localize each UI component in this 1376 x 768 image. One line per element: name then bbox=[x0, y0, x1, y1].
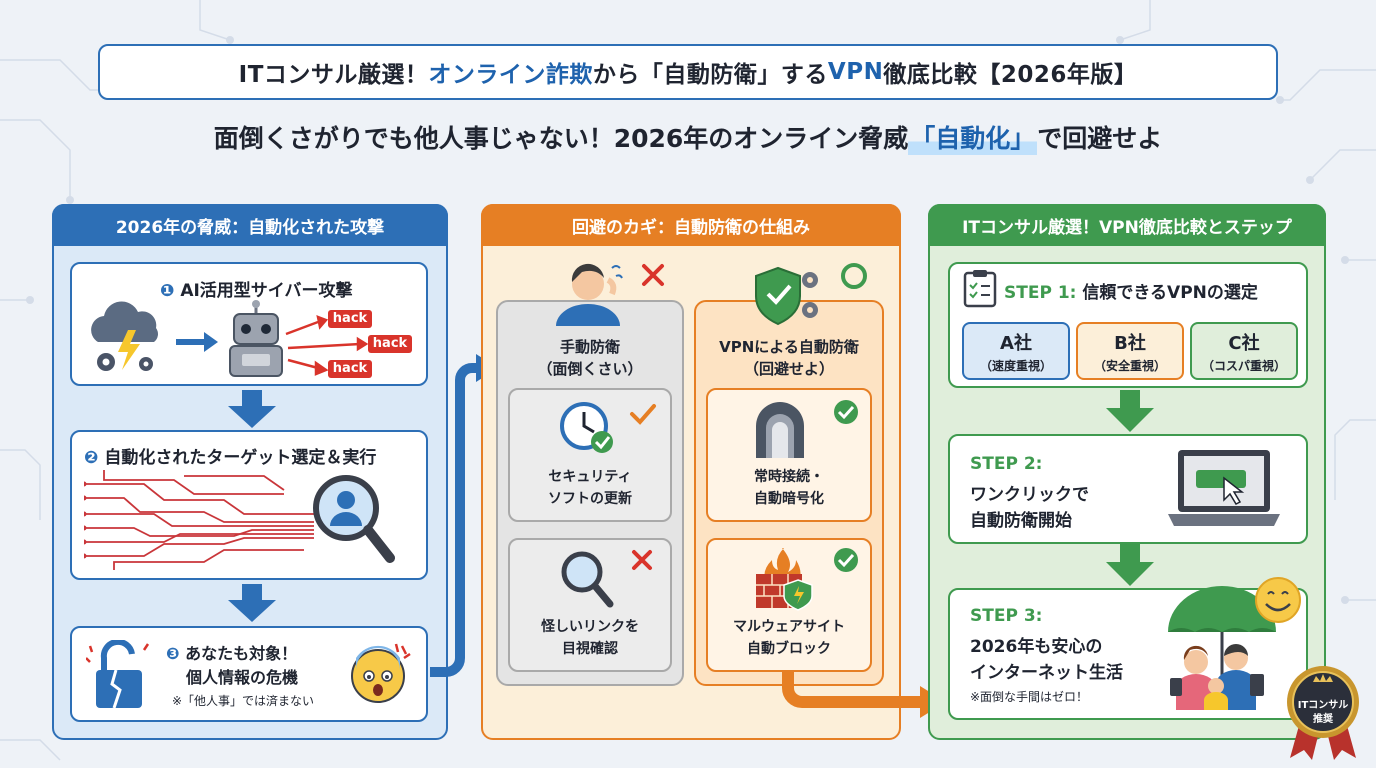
green-down-arrow-icon-2 bbox=[1106, 544, 1154, 586]
threat-step3-line2: 個人情報の危機 bbox=[186, 668, 299, 687]
defense-column-header: 回避のカギ：自動防衛の仕組み bbox=[481, 204, 901, 246]
hack-label-2 bbox=[368, 335, 412, 353]
hack-label-3 bbox=[328, 360, 372, 378]
vpn-step1-title: STEP 1: 信頼できるVPNの選定 bbox=[1004, 278, 1258, 303]
laptop-click-icon bbox=[1168, 450, 1280, 526]
vpn-step1-label: 信頼できるVPNの選定 bbox=[1082, 283, 1258, 303]
clipboard-icon bbox=[963, 270, 997, 308]
vpn-shield-icon bbox=[755, 263, 867, 326]
check-circle-icon-2 bbox=[834, 548, 858, 572]
vpn-step2-line1: ワンクリックで bbox=[970, 485, 1089, 505]
threat-step2-number: ❷ bbox=[84, 448, 99, 468]
tunnel-icon bbox=[756, 400, 858, 458]
threat-step2-label: 自動化されたターゲット選定＆実行 bbox=[104, 448, 377, 468]
ai-attack-illustration bbox=[91, 300, 412, 378]
manual-item-link-line1: 怪しいリンクを bbox=[541, 619, 639, 635]
auto-item-encryption-line1: 常時接続・ bbox=[754, 469, 824, 485]
title-part-2: オンライン詐欺 bbox=[428, 62, 593, 88]
stressed-person-icon bbox=[556, 263, 664, 326]
threat-step3-number: ❸ bbox=[166, 644, 180, 663]
subtitle-highlight: 「自動化」 bbox=[908, 119, 1038, 155]
main-title: ITコンサル厳選！ オンライン詐欺 から「自動防衛」する VPN 徹底比較【20… bbox=[98, 44, 1278, 100]
company-a-desc: （速度重視） bbox=[979, 359, 1052, 373]
vpn-steps-column-header: ITコンサル厳選！VPN徹底比較とステップ bbox=[928, 204, 1326, 246]
title-part-5: 徹底比較【2026年版】 bbox=[883, 62, 1138, 88]
company-a-name: A社 bbox=[1000, 333, 1032, 354]
broken-lock-icon bbox=[86, 640, 150, 709]
magnifier-person-icon bbox=[313, 475, 395, 563]
subtitle: 面倒くさがりでも他人事じゃない！2026年のオンライン脅威 「自動化」 で回避せ… bbox=[0, 116, 1376, 158]
threat-column-header: 2026年の脅威：自動化された攻撃 bbox=[52, 204, 448, 246]
smiley-face-icon bbox=[1255, 577, 1301, 623]
green-down-arrow-icon bbox=[1106, 390, 1154, 432]
auto-defense-title: VPNによる自動防衛 bbox=[719, 338, 859, 356]
target-selection-illustration bbox=[84, 470, 395, 570]
auto-item-malware-line1: マルウェアサイト bbox=[733, 619, 845, 635]
family-umbrella-icon bbox=[1168, 577, 1301, 710]
hack-label-1 bbox=[328, 310, 372, 328]
company-a-card[interactable]: A社 （速度重視） bbox=[962, 322, 1070, 380]
clock-check-icon bbox=[560, 402, 656, 453]
vpn-step3-line1: 2026年も安心の bbox=[970, 637, 1103, 657]
threat-step1-title: ❶ AI活用型サイバー攻撃 bbox=[160, 276, 352, 301]
check-mark-orange bbox=[630, 404, 656, 425]
manual-item-link-line2: 目視確認 bbox=[562, 641, 618, 657]
cross-mark-icon bbox=[642, 264, 664, 286]
badge-line2: 推奨 bbox=[1313, 714, 1333, 725]
manual-item-update-line2: ソフトの更新 bbox=[548, 491, 632, 507]
threat-step3-note: ※「他人事」では済まない bbox=[172, 694, 315, 708]
threat-step2-title: ❷ 自動化されたターゲット選定＆実行 bbox=[84, 443, 376, 468]
vpn-step2-prefix: STEP 2: bbox=[970, 454, 1043, 474]
down-arrow-icon-2 bbox=[228, 584, 276, 622]
manual-defense-subtitle: （面倒くさい） bbox=[537, 360, 643, 378]
worried-face-icon bbox=[351, 643, 411, 703]
vpn-step2-line2: 自動防衛開始 bbox=[970, 511, 1072, 531]
vpn-step1-prefix: STEP 1: bbox=[1004, 283, 1077, 303]
subtitle-part-1: 面倒くさがりでも他人事じゃない！2026年のオンライン脅威 bbox=[213, 124, 909, 153]
manual-defense-title: 手動防衛 bbox=[559, 338, 620, 356]
title-part-3: から「自動防衛」する bbox=[592, 62, 828, 88]
magnifier-icon bbox=[561, 550, 652, 608]
threat-step1-number: ❶ bbox=[160, 281, 175, 301]
check-circle-icon bbox=[834, 400, 858, 424]
circle-mark-icon bbox=[841, 263, 867, 289]
threat-step1-label: AI活用型サイバー攻撃 bbox=[180, 281, 353, 301]
subtitle-part-2: で回避せよ bbox=[1037, 124, 1163, 153]
company-b-card[interactable]: B社 （安全重視） bbox=[1076, 322, 1184, 380]
vpn-step3-note: ※面倒な手間はゼロ！ bbox=[970, 690, 1089, 704]
badge-line1: ITコンサル bbox=[1297, 700, 1349, 711]
auto-item-encryption-line2: 自動暗号化 bbox=[754, 491, 824, 507]
company-b-name: B社 bbox=[1114, 333, 1146, 354]
company-c-card[interactable]: C社 （コスパ重視） bbox=[1190, 322, 1298, 380]
hack-text-2: hack bbox=[372, 336, 408, 351]
vpn-step3-line2: インターネット生活 bbox=[970, 663, 1123, 683]
robot-icon bbox=[229, 300, 283, 377]
manual-item-update-line1: セキュリティ bbox=[548, 469, 632, 485]
threat-step3-label: あなたも対象！ bbox=[185, 644, 298, 663]
storm-cloud-icon bbox=[91, 301, 158, 371]
cross-mark-icon-2 bbox=[632, 550, 652, 570]
company-c-name: C社 bbox=[1228, 333, 1260, 354]
company-b-desc: （安全重視） bbox=[1093, 359, 1166, 373]
title-part-4: VPN bbox=[827, 59, 884, 85]
hack-text-3: hack bbox=[332, 361, 368, 376]
title-part-1: ITコンサル厳選！ bbox=[238, 62, 429, 88]
down-arrow-icon bbox=[228, 390, 276, 428]
auto-item-malware-line2: 自動ブロック bbox=[747, 641, 831, 657]
threat-step3-line1: ❸ あなたも対象！ bbox=[166, 640, 297, 664]
vpn-step3-prefix: STEP 3: bbox=[970, 606, 1043, 626]
auto-defense-subtitle: （回避せよ） bbox=[743, 360, 834, 378]
firewall-icon bbox=[756, 548, 858, 611]
recommendation-badge-icon bbox=[1287, 666, 1359, 760]
company-c-desc: （コスパ重視） bbox=[1201, 359, 1286, 373]
hack-text-1: hack bbox=[332, 311, 368, 326]
connector-arrow-orange bbox=[782, 670, 946, 718]
